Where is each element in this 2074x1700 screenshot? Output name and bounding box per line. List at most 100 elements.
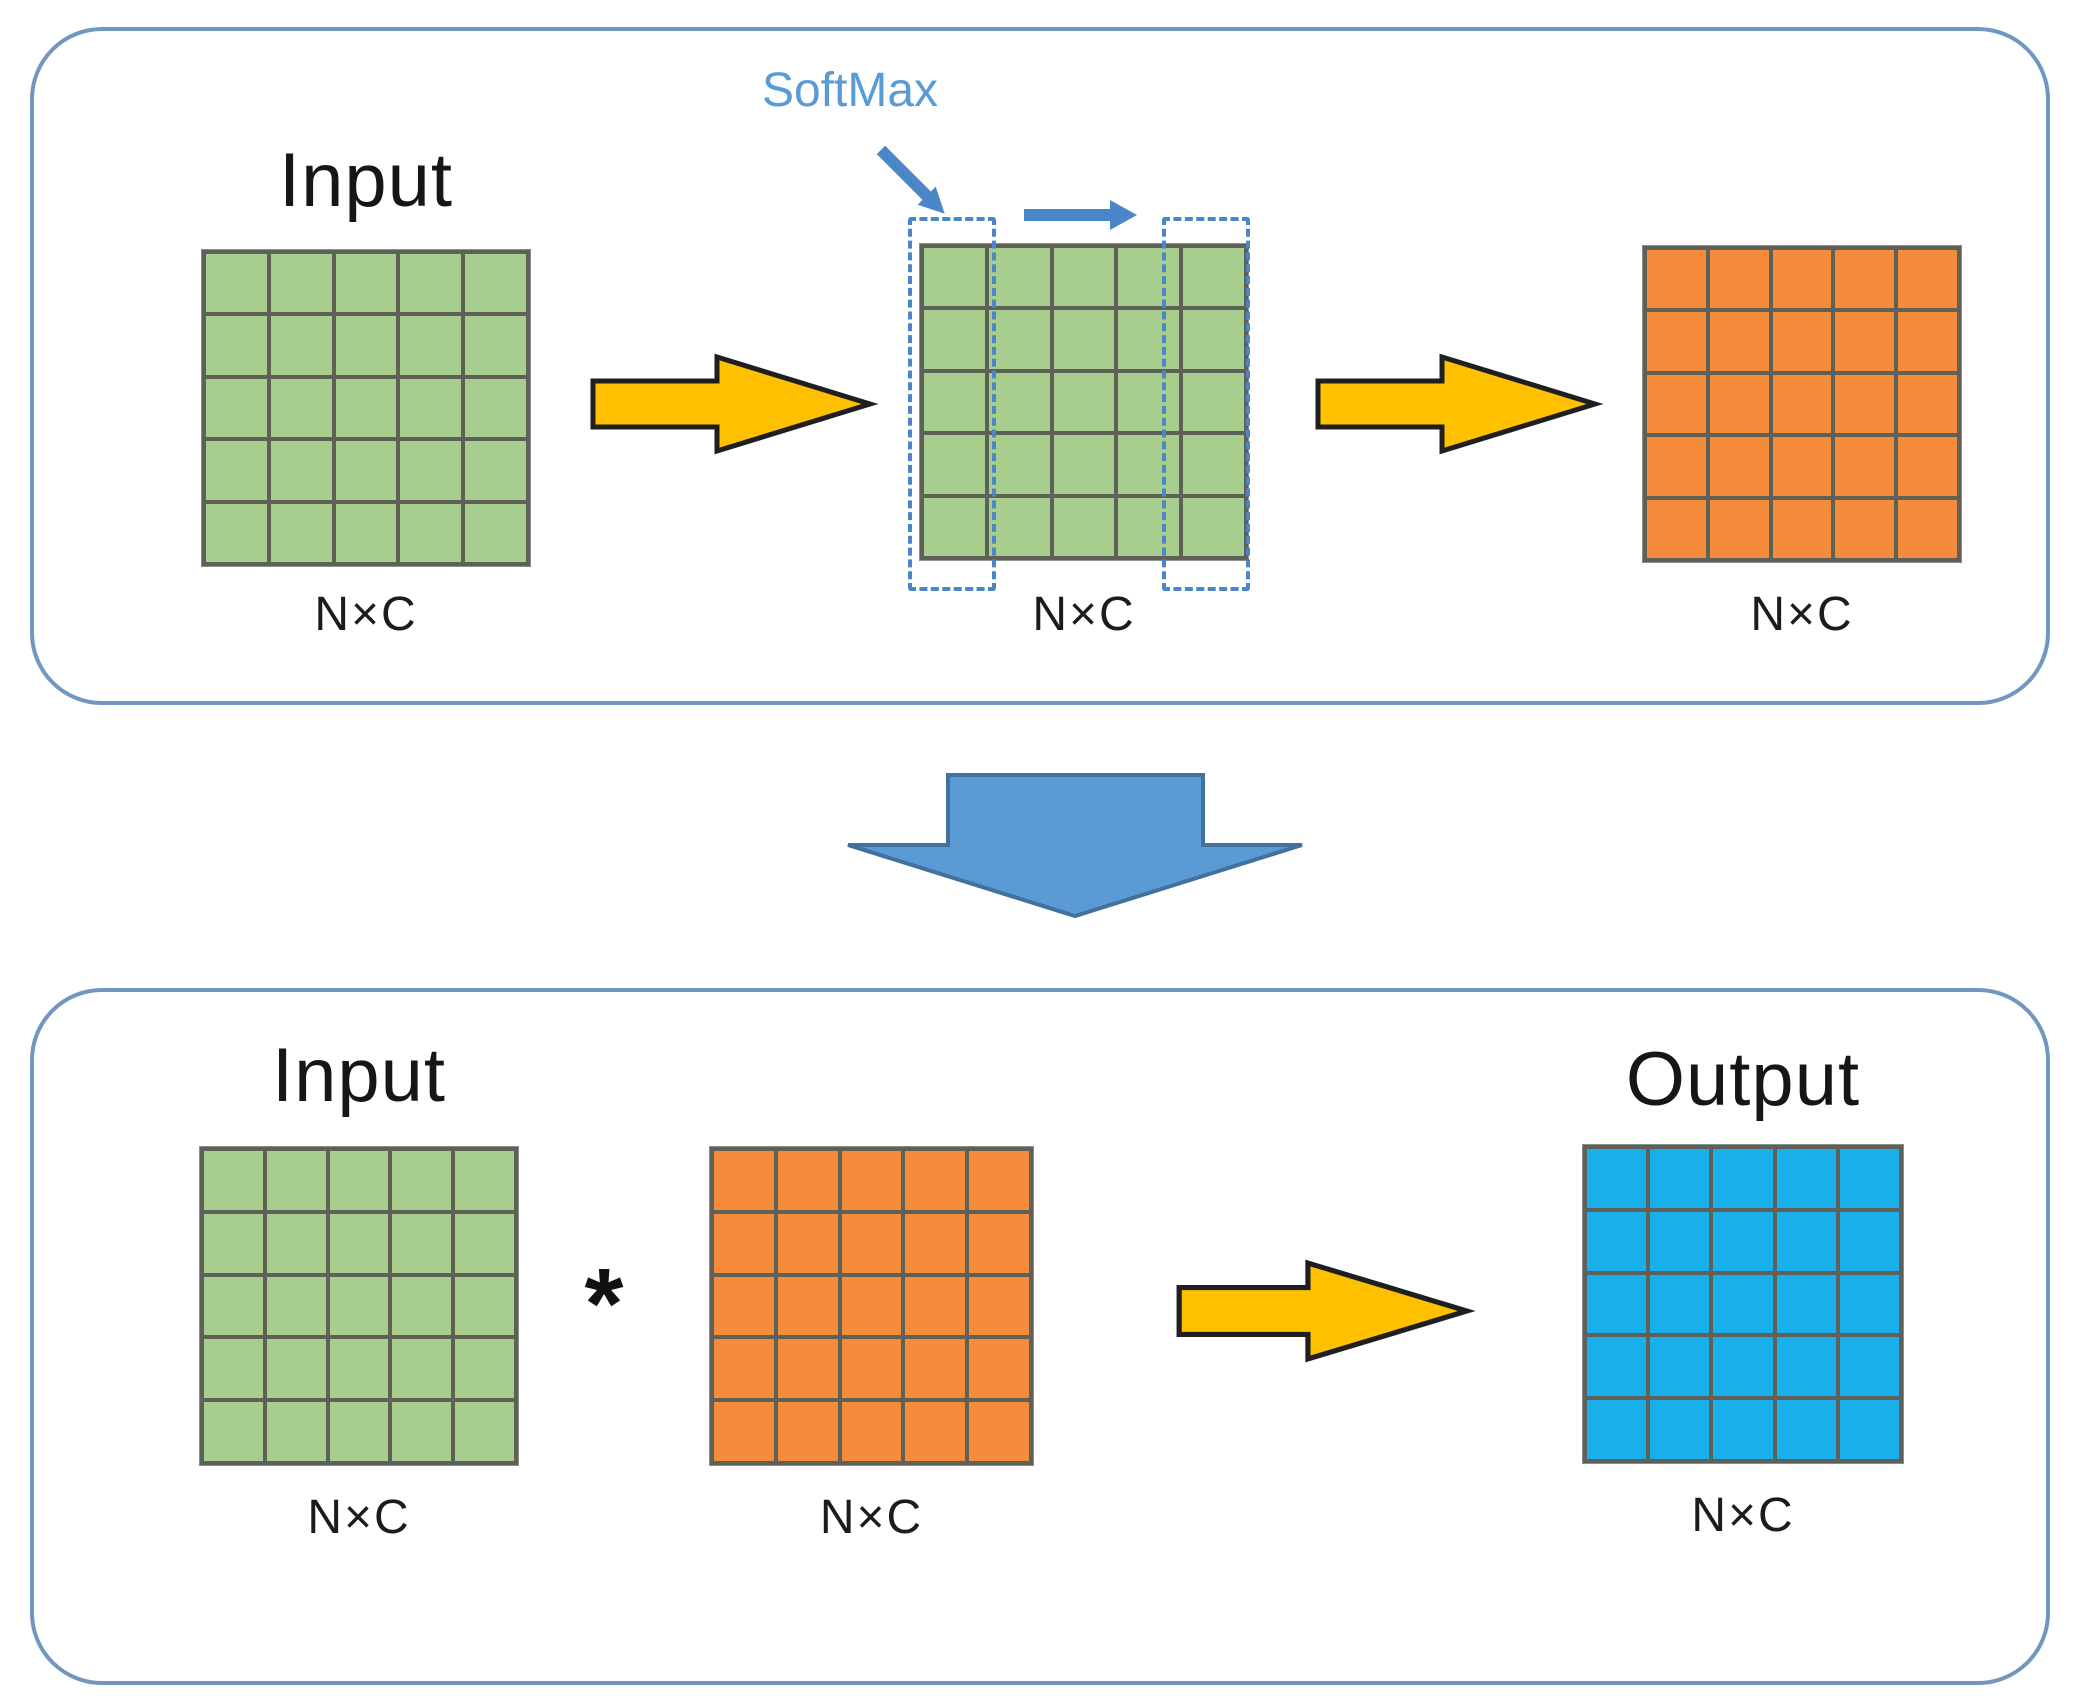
top-input-matrix-dims: N×C <box>314 588 418 641</box>
matrix-cell <box>969 1339 1029 1399</box>
matrix-cell <box>455 1213 514 1273</box>
matrix-cell <box>1772 499 1832 558</box>
matrix-cell <box>1183 248 1244 307</box>
matrix-cell <box>777 1339 838 1399</box>
matrix-cell <box>1647 250 1706 309</box>
matrix-cell <box>1839 1149 1899 1208</box>
matrix-cell <box>1776 1274 1836 1334</box>
matrix-cell <box>465 441 526 500</box>
matrix-cell <box>1839 1211 1899 1271</box>
matrix-cell <box>206 316 267 375</box>
matrix-cell <box>1772 312 1832 371</box>
matrix-cell <box>204 1213 263 1273</box>
matrix-cell <box>400 254 462 313</box>
matrix-cell <box>465 316 526 375</box>
matrix-cell <box>1650 1211 1710 1271</box>
matrix-cell <box>1713 1400 1773 1459</box>
matrix-cell <box>266 1213 326 1273</box>
matrix-cell <box>714 1213 774 1273</box>
matrix-cell <box>1183 497 1244 556</box>
matrix-cell <box>1839 1337 1899 1397</box>
matrix-cell <box>777 1151 838 1210</box>
matrix-cell <box>924 372 985 432</box>
matrix-cell <box>1772 437 1832 496</box>
matrix-cell <box>777 1276 838 1336</box>
matrix-cell <box>1898 374 1957 434</box>
softmax-result-matrix <box>1642 245 1962 563</box>
bottom-input-matrix-dims: N×C <box>307 1491 411 1544</box>
matrix-cell <box>905 1151 966 1210</box>
matrix-cell <box>841 1213 902 1273</box>
matrix-cell <box>988 497 1050 556</box>
matrix-cell <box>1647 312 1706 371</box>
matrix-cell <box>1772 250 1832 309</box>
matrix-cell <box>266 1151 326 1210</box>
matrix-cell <box>777 1402 838 1461</box>
softmax-matrix <box>919 243 1249 561</box>
matrix-cell <box>270 316 332 375</box>
matrix-cell <box>400 378 462 438</box>
softmax-column-highlight-first <box>908 217 996 591</box>
bottom-input-title: Input <box>271 1033 447 1118</box>
matrix-cell <box>270 441 332 500</box>
matrix-cell <box>714 1276 774 1336</box>
matrix-cell <box>329 1339 389 1399</box>
matrix-cell <box>455 1402 514 1461</box>
matrix-cell <box>1650 1149 1710 1208</box>
matrix-cell <box>777 1213 838 1273</box>
softmax-stage-panel: Input N×C SoftMax N×C N×C <box>30 27 2050 705</box>
matrix-cell <box>204 1339 263 1399</box>
matrix-cell <box>1183 372 1244 432</box>
softmax-label: SoftMax <box>761 64 939 117</box>
matrix-cell <box>392 1339 452 1399</box>
softmax-pointer-arrow-icon <box>876 145 945 214</box>
matrix-cell <box>266 1402 326 1461</box>
matrix-cell <box>204 1151 263 1210</box>
matrix-cell <box>1587 1337 1647 1397</box>
matrix-cell <box>1647 437 1706 496</box>
matrix-cell <box>204 1276 263 1336</box>
matrix-cell <box>1053 310 1115 369</box>
flow-arrow-icon <box>590 353 879 455</box>
matrix-cell <box>1835 499 1895 558</box>
matrix-cell <box>924 248 985 307</box>
matrix-cell <box>988 310 1050 369</box>
matrix-cell <box>335 378 397 438</box>
matrix-cell <box>335 316 397 375</box>
matrix-cell <box>988 372 1050 432</box>
matrix-cell <box>1898 250 1957 309</box>
matrix-cell <box>1118 248 1180 307</box>
softmax-column-highlight-last <box>1162 217 1250 591</box>
matrix-cell <box>266 1276 326 1336</box>
matrix-cell <box>329 1213 389 1273</box>
matrix-cell <box>1709 250 1769 309</box>
matrix-cell <box>1839 1274 1899 1334</box>
bottom-weight-matrix <box>709 1146 1034 1466</box>
matrix-cell <box>266 1339 326 1399</box>
softmax-result-matrix-dims: N×C <box>1750 588 1854 641</box>
softmax-matrix-dims: N×C <box>1032 588 1136 641</box>
matrix-cell <box>1647 374 1706 434</box>
output-title: Output <box>1625 1037 1861 1122</box>
matrix-cell <box>1709 312 1769 371</box>
matrix-cell <box>392 1151 452 1210</box>
multiply-operator: * <box>584 1248 624 1360</box>
matrix-cell <box>392 1213 452 1273</box>
matrix-cell <box>1183 310 1244 369</box>
matrix-cell <box>465 254 526 313</box>
matrix-cell <box>465 503 526 562</box>
matrix-cell <box>270 503 332 562</box>
matrix-cell <box>1776 1211 1836 1271</box>
matrix-cell <box>1118 435 1180 494</box>
matrix-cell <box>1647 499 1706 558</box>
matrix-cell <box>392 1402 452 1461</box>
matrix-cell <box>1835 312 1895 371</box>
matrix-cell <box>1118 372 1180 432</box>
matrix-cell <box>924 435 985 494</box>
matrix-cell <box>1776 1337 1836 1397</box>
flow-arrow-icon <box>1315 353 1604 455</box>
matrix-cell <box>204 1402 263 1461</box>
matrix-cell <box>1053 435 1115 494</box>
matrix-cell <box>841 1402 902 1461</box>
